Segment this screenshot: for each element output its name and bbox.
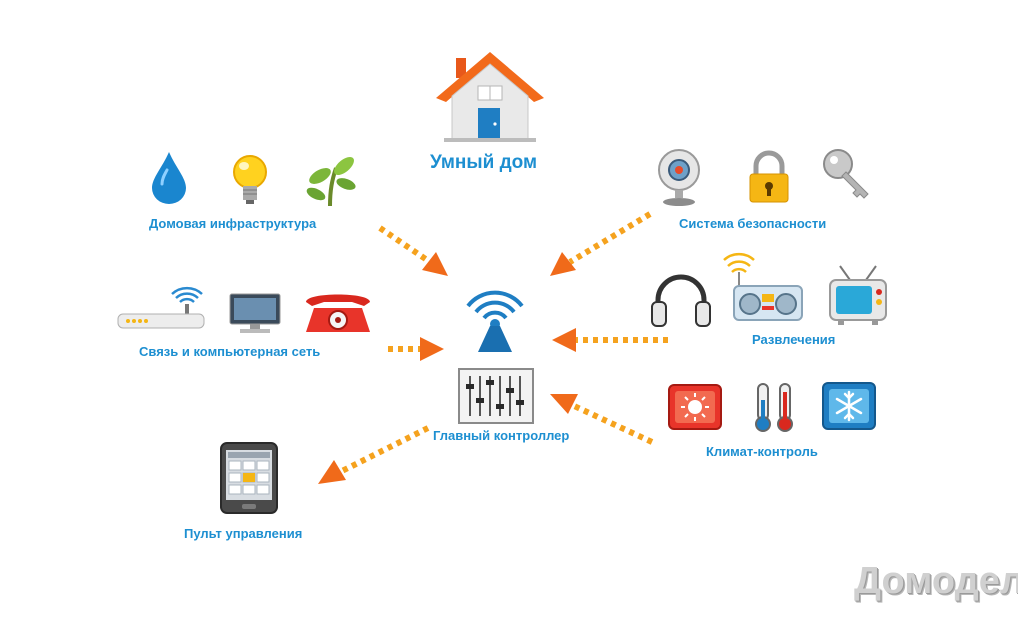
arrow-security xyxy=(550,211,652,276)
water-drop-icon xyxy=(152,152,186,204)
router-icon xyxy=(117,286,205,329)
arrow-entertainment xyxy=(552,328,668,352)
tv-icon xyxy=(829,265,887,325)
label-controller: Главный контроллер xyxy=(433,428,570,443)
label-network: Связь и компьютерная сеть xyxy=(139,344,321,359)
headphones-icon xyxy=(651,274,711,327)
arrow-infrastructure xyxy=(378,225,448,276)
light-bulb-icon xyxy=(233,155,267,204)
snowflake-icon xyxy=(822,382,876,430)
label-climate: Климат-контроль xyxy=(706,444,818,459)
monitor-icon xyxy=(229,293,281,333)
arrow-remote xyxy=(318,425,430,484)
padlock-icon xyxy=(749,150,789,203)
arrow-climate xyxy=(550,394,654,445)
heater-icon xyxy=(668,384,722,430)
radio-icon xyxy=(723,252,803,321)
wifi-antenna-icon xyxy=(466,290,524,352)
thermometer-icon xyxy=(755,383,793,432)
key-icon xyxy=(823,149,869,199)
watermark-logo: Домодел xyxy=(854,560,1018,602)
webcam-icon xyxy=(658,149,700,206)
label-infrastructure: Домовая инфраструктура xyxy=(149,216,317,231)
plant-icon xyxy=(306,157,356,207)
mixer-controller-icon xyxy=(458,368,534,424)
center-title: Умный дом xyxy=(430,152,538,173)
house-icon xyxy=(436,52,544,142)
arrow-network xyxy=(388,337,444,361)
tablet-remote-icon xyxy=(220,442,278,514)
label-entertainment: Развлечения xyxy=(752,332,836,347)
label-remote: Пульт управления xyxy=(184,526,303,541)
telephone-icon xyxy=(306,294,370,332)
label-security: Система безопасности xyxy=(679,216,827,231)
